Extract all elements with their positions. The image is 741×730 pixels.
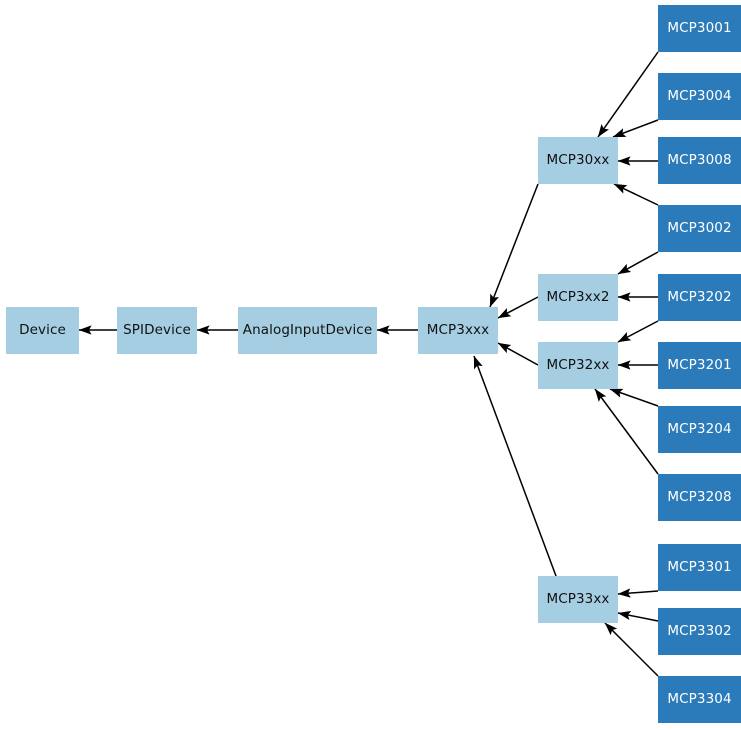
class-node-mcp3302[interactable]: MCP3302 <box>658 608 741 655</box>
edge-mcp3202-to-mcp32xx <box>617 320 659 343</box>
class-node-mcp3202[interactable]: MCP3202 <box>658 274 741 321</box>
class-node-mcp3208[interactable]: MCP3208 <box>658 474 741 521</box>
class-node-label: MCP3208 <box>667 488 732 505</box>
class-node-label: Device <box>19 321 66 338</box>
class-node-mcp30xx[interactable]: MCP30xx <box>538 137 618 184</box>
edge-mcp3304-to-mcp33xx <box>604 622 659 677</box>
class-node-label: SPIDevice <box>123 321 191 338</box>
class-node-label: MCP3001 <box>667 19 732 36</box>
class-node-mcp3304[interactable]: MCP3304 <box>658 676 741 723</box>
class-node-mcp3008[interactable]: MCP3008 <box>658 137 741 184</box>
class-node-label: MCP3302 <box>667 622 732 639</box>
class-node-label: MCP3002 <box>667 219 732 236</box>
edge-mcp30xx-to-mcp3xxx <box>489 183 539 308</box>
class-node-label: AnalogInputDevice <box>242 321 373 338</box>
edge-mcp33xx-to-mcp3xxx <box>473 355 557 577</box>
class-node-mcp3xx2[interactable]: MCP3xx2 <box>538 274 618 321</box>
class-node-label: MCP3xxx <box>426 321 490 338</box>
edge-mcp3302-to-mcp33xx <box>617 610 659 622</box>
class-node-mcp32xx[interactable]: MCP32xx <box>538 342 618 389</box>
class-node-mcp3002[interactable]: MCP3002 <box>658 205 741 252</box>
class-node-label: MCP3201 <box>667 356 732 373</box>
class-node-mcp3xxx[interactable]: MCP3xxx <box>418 307 498 354</box>
edge-mcp3208-to-mcp32xx <box>594 388 659 475</box>
class-node-label: MCP3202 <box>667 288 732 305</box>
class-node-label: MCP3008 <box>667 151 732 168</box>
edge-mcp3204-to-mcp32xx <box>609 388 659 407</box>
class-node-label: MCP3xx2 <box>546 288 610 305</box>
class-node-label: MCP3204 <box>667 420 732 437</box>
class-node-mcp3204[interactable]: MCP3204 <box>658 406 741 453</box>
class-node-device[interactable]: Device <box>6 307 79 354</box>
class-node-label: MCP3304 <box>667 690 732 707</box>
edge-mcp3002-to-mcp3xx2 <box>617 251 659 275</box>
class-node-label: MCP3301 <box>667 558 732 575</box>
class-node-mcp3004[interactable]: MCP3004 <box>658 73 741 120</box>
class-node-label: MCP3004 <box>667 87 732 104</box>
class-node-mcp3301[interactable]: MCP3301 <box>658 544 741 591</box>
class-node-label: MCP32xx <box>546 356 610 373</box>
class-node-label: MCP33xx <box>546 590 610 607</box>
class-node-mcp33xx[interactable]: MCP33xx <box>538 576 618 623</box>
edge-mcp3001-to-mcp30xx <box>597 51 659 138</box>
class-node-analoginput[interactable]: AnalogInputDevice <box>238 307 377 354</box>
edge-mcp3301-to-mcp33xx <box>617 588 659 598</box>
edge-mcp3002-to-mcp30xx <box>613 183 659 206</box>
edge-mcp3004-to-mcp30xx <box>612 119 659 138</box>
class-node-mcp3001[interactable]: MCP3001 <box>658 5 741 52</box>
edge-mcp3xx2-to-mcp3xxx <box>497 296 539 319</box>
class-node-spidevice[interactable]: SPIDevice <box>117 307 197 354</box>
class-node-mcp3201[interactable]: MCP3201 <box>658 342 741 389</box>
class-node-label: MCP30xx <box>546 151 610 168</box>
edge-mcp32xx-to-mcp3xxx <box>497 342 539 366</box>
